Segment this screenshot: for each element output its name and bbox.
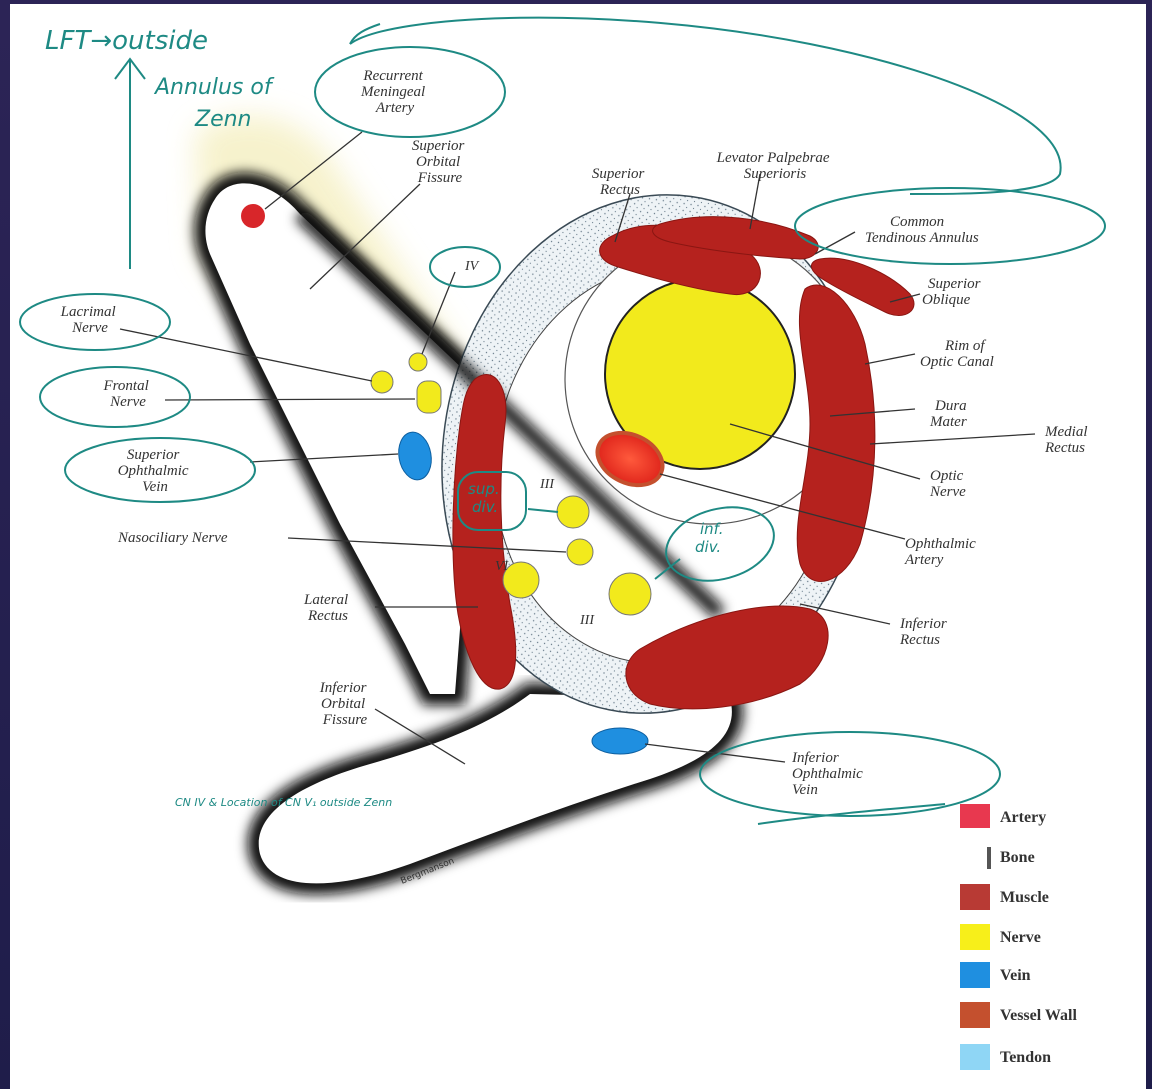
superior-oblique-muscle — [811, 257, 915, 317]
label-inferior-ophthalmic-vein: Inferior Ophthalmic Vein — [791, 750, 867, 798]
superior-ophthalmic-vein — [398, 431, 432, 481]
legend-swatch-vessel-wall — [960, 1002, 990, 1028]
legend-swatch-tendon — [960, 1044, 990, 1070]
circle-recurrent-meningeal — [314, 46, 506, 138]
circle-cn-iv — [429, 246, 501, 288]
label-nasociliary-nerve: Nasociliary Nerve — [117, 530, 228, 546]
legend-swatch-nerve — [960, 924, 990, 950]
label-lateral-rectus: Lateral Rectus — [303, 592, 352, 624]
circle-superior-ophthalmic-vein — [64, 437, 256, 503]
underline-vein — [757, 803, 946, 825]
label-superior-orbital-fissure: Superior Orbital Fissure — [412, 138, 468, 186]
legend-swatch-muscle — [960, 884, 990, 910]
lacrimal-nerve — [370, 370, 394, 394]
handwriting-annulus-of-zenn: Annulus of Zenn — [153, 75, 279, 132]
handwriting-sup-div: sup. div. — [468, 480, 504, 516]
legend-label-vein: Vein — [1000, 967, 1031, 984]
label-inferior-rectus: Inferior Rectus — [899, 616, 950, 648]
oculomotor-inferior-division — [608, 572, 652, 616]
label-frontal-nerve: Frontal Nerve — [102, 378, 152, 410]
label-cn-iv: IV — [464, 259, 480, 274]
legend-swatch-vein — [960, 962, 990, 988]
frontal-nerve — [416, 380, 442, 414]
label-common-tendinous-annulus: Common Tendinous Annulus — [865, 214, 979, 246]
sphenoid-bone-edge — [295, 208, 725, 620]
legend-label-muscle: Muscle — [1000, 889, 1049, 906]
legend-label-vessel-wall: Vessel Wall — [1000, 1007, 1077, 1024]
label-superior-ophthalmic-vein: Superior Ophthalmic Vein — [118, 447, 193, 495]
label-superior-oblique: Superior Oblique — [922, 276, 984, 308]
label-cn-iii-top: III — [539, 477, 555, 492]
nasociliary-nerve — [566, 538, 594, 566]
handwriting-inf-div: inf. div. — [695, 520, 728, 556]
circle-inf-div — [665, 506, 775, 582]
pointer-inf-div — [654, 558, 681, 580]
label-inferior-orbital-fissure: Inferior Orbital Fissure — [319, 680, 370, 728]
box-sup-div — [457, 471, 527, 531]
handwriting-bottom-note: CN IV & Location of CN V₁ outside Zenn — [175, 796, 392, 809]
legend-label-artery: Artery — [1000, 809, 1046, 826]
label-recurrent-meningeal-artery: Recurrent Meningeal Artery — [360, 68, 429, 116]
lateral-rectus-muscle — [452, 374, 517, 690]
abducens-nerve — [502, 561, 540, 599]
label-rim-optic-canal: Rim of Optic Canal — [920, 338, 994, 370]
legend-label-tendon: Tendon — [1000, 1049, 1051, 1066]
oculomotor-superior-division — [556, 495, 590, 529]
label-optic-nerve: Optic Nerve — [929, 468, 967, 500]
legend-swatch-artery — [960, 804, 990, 828]
label-cn-vi: VI — [495, 559, 510, 574]
label-ophthalmic-artery: Ophthalmic Artery — [904, 536, 980, 568]
label-medial-rectus: Medial Rectus — [1044, 424, 1091, 456]
circle-lacrimal-nerve — [19, 293, 171, 351]
label-lacrimal-nerve: Lacrimal Nerve — [60, 304, 120, 336]
circle-common-tendinous-annulus — [794, 187, 1106, 265]
legend-label-nerve: Nerve — [1000, 929, 1041, 946]
label-superior-rectus: Superior Rectus — [592, 166, 648, 198]
label-dura-mater: Dura Mater — [929, 398, 970, 430]
legend: Artery Bone Muscle Nerve Vein Vessel Wal… — [960, 804, 1077, 1070]
orbital-apex-diagram: Recurrent Meningeal Artery Superior Orbi… — [19, 16, 1106, 1070]
pointer-sup-div — [527, 508, 559, 513]
medial-rectus-muscle — [796, 284, 876, 582]
ophthalmic-artery — [595, 430, 665, 488]
legend-label-bone: Bone — [1000, 849, 1035, 866]
levator-muscle — [652, 216, 819, 260]
inferior-ophthalmic-vein — [591, 727, 649, 755]
slide: Recurrent Meningeal Artery Superior Orbi… — [10, 4, 1146, 1089]
trochlear-nerve — [408, 352, 428, 372]
legend-swatch-bone — [987, 847, 991, 869]
handwriting-lft-outside: LFT→outside — [45, 26, 208, 56]
recurrent-meningeal-artery — [241, 204, 265, 228]
label-cn-iii-bottom: III — [579, 613, 595, 628]
circle-inferior-ophthalmic-vein — [699, 731, 1001, 817]
label-levator-palpebrae: Levator Palpebrae Superioris — [716, 150, 834, 182]
arrow-tail — [349, 23, 381, 45]
arrow-to-annulus — [349, 16, 1062, 195]
inferior-rectus-muscle — [625, 605, 829, 710]
handwriting-arrow-up — [114, 57, 146, 269]
circle-frontal-nerve — [39, 366, 191, 428]
